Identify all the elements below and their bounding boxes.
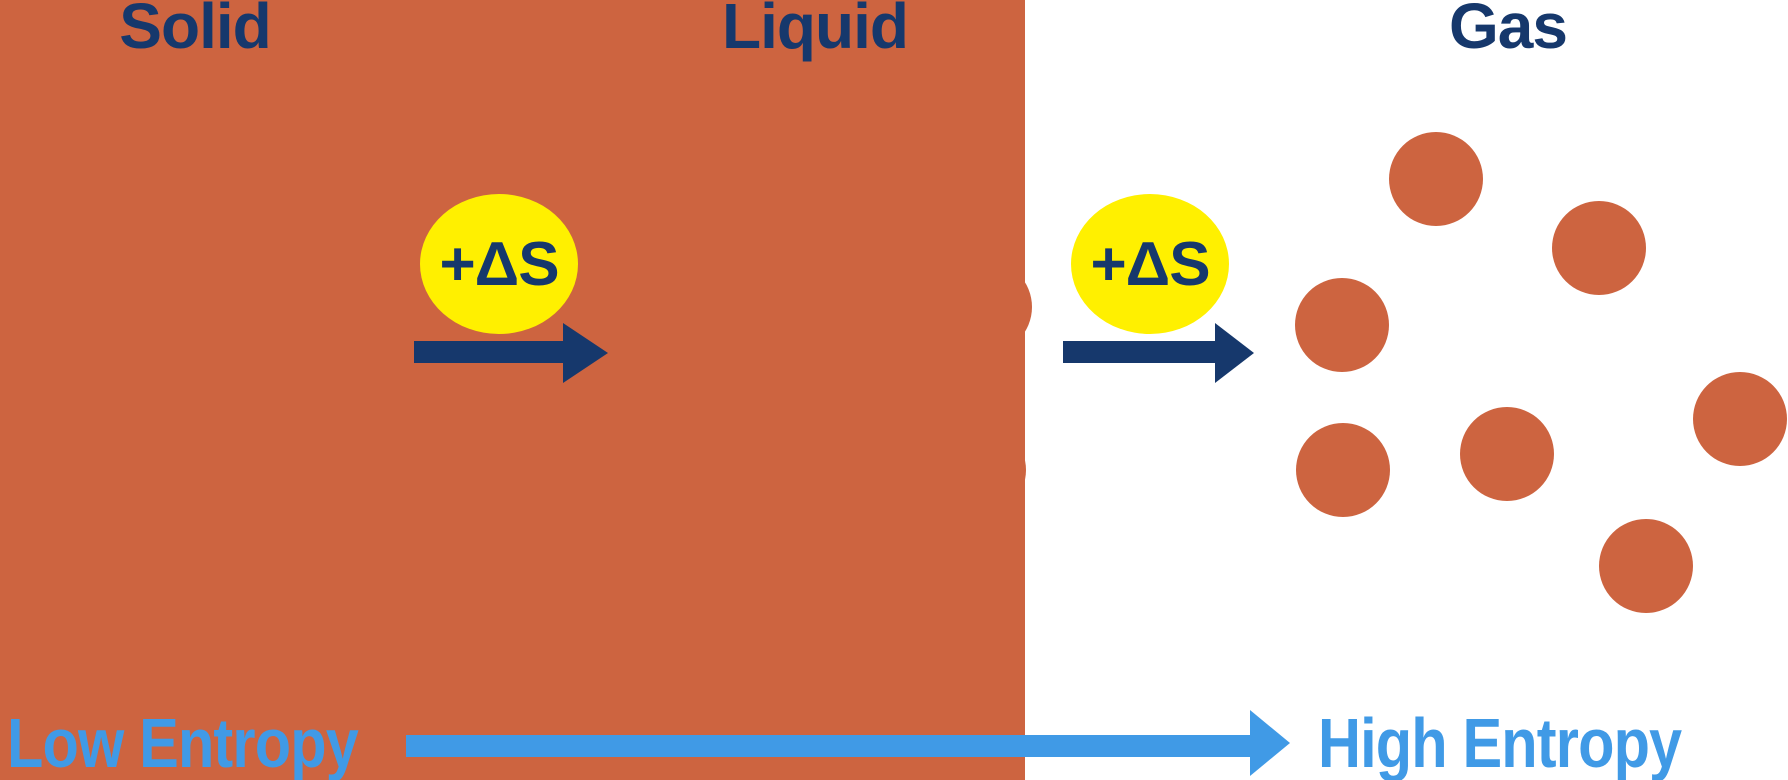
- gas-particle: [1389, 132, 1483, 226]
- high-entropy-label: High Entropy: [1318, 704, 1682, 780]
- entropy-axis-arrowhead-icon: [1250, 710, 1290, 776]
- delta-s-badge-solid-liquid: +ΔS: [420, 194, 578, 334]
- entropy-axis-arrow: [406, 735, 1250, 757]
- gas-particle: [1693, 372, 1787, 466]
- solid-label: Solid: [119, 0, 271, 62]
- gas-particle: [1460, 407, 1554, 501]
- delta-s-badge-liquid-gas: +ΔS: [1071, 194, 1229, 334]
- low-entropy-label: Low Entropy: [7, 704, 359, 780]
- liquid-to-gas-arrow: [1063, 341, 1215, 363]
- solid-to-liquid-arrow: [414, 341, 563, 363]
- gas-particle: [1552, 201, 1646, 295]
- gas-particle: [1295, 278, 1389, 372]
- gas-particle: [1599, 519, 1693, 613]
- delta-s-label: +ΔS: [439, 229, 559, 299]
- solid-to-liquid-arrowhead-icon: [563, 323, 608, 383]
- solid-liquid-block: [0, 0, 1025, 780]
- gas-particle: [1296, 423, 1390, 517]
- liquid-to-gas-arrowhead-icon: [1215, 323, 1254, 383]
- delta-s-label: +ΔS: [1090, 229, 1210, 299]
- liquid-label: Liquid: [722, 0, 909, 62]
- gas-label: Gas: [1449, 0, 1568, 62]
